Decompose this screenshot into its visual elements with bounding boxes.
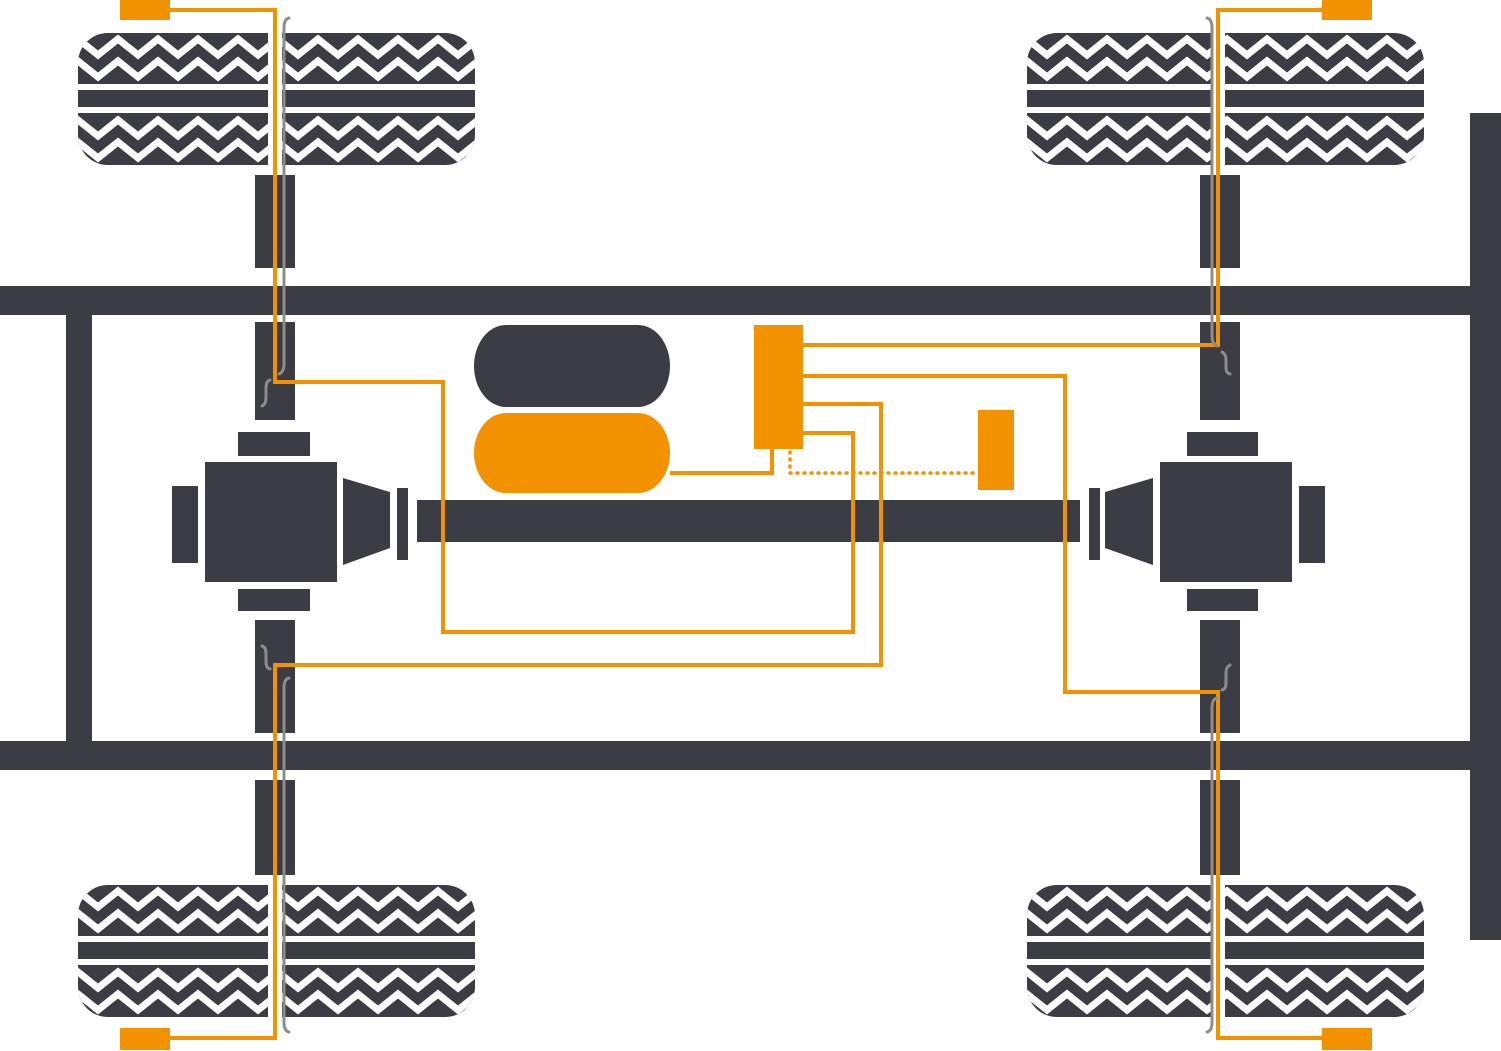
hose-outline-bottom-left-long xyxy=(282,676,291,1034)
differential-left-pinion-cone xyxy=(343,478,390,565)
control-unit xyxy=(754,325,803,449)
differential-right xyxy=(1089,432,1325,611)
hose-outlines xyxy=(260,16,1232,1034)
driveshaft xyxy=(417,500,1080,542)
differential-right-housing xyxy=(1160,462,1292,582)
frame-end-bar-right xyxy=(1470,113,1501,940)
air-line-bottom-left-wheel xyxy=(170,402,883,1040)
frame-rail-top xyxy=(0,286,1470,315)
hose-outline-top-right-short xyxy=(1220,350,1232,376)
frame-crossmember-left xyxy=(66,314,92,742)
hose-outline-top-left-long xyxy=(277,16,291,376)
hose-outline-top-right-long xyxy=(1205,16,1219,348)
differential-right-bottom-plate xyxy=(1187,589,1258,611)
hose-outline-bottom-left-short xyxy=(260,644,272,671)
frame-rail-bottom xyxy=(0,741,1470,770)
differential-left-flange xyxy=(397,488,408,560)
differential-right-flange xyxy=(1089,488,1100,560)
air-line-bottom-right-wheel xyxy=(803,374,1322,1040)
differential-right-pinion-cone xyxy=(1105,478,1153,565)
wheel-valve-bottom-left xyxy=(120,1028,170,1050)
hose-outline-top-left-short xyxy=(260,378,272,408)
differential-left-side-plate xyxy=(172,486,198,563)
air-line-top-left-wheel xyxy=(170,8,855,634)
chassis-frame xyxy=(0,113,1501,940)
air-tank-reserve xyxy=(474,325,670,407)
wheel-valve-bottom-right xyxy=(1322,1028,1372,1050)
air-lines xyxy=(170,8,1322,1040)
differential-right-top-plate xyxy=(1187,432,1258,456)
differential-left-housing xyxy=(205,462,337,582)
differential-right-side-plate xyxy=(1299,486,1325,563)
wheel-valve-top-right xyxy=(1322,0,1372,20)
wheel-valves xyxy=(120,0,1372,1050)
air-line-tank-to-control-unit xyxy=(670,449,774,475)
pressure-sensor xyxy=(978,410,1014,490)
hose-outline-bottom-right-long xyxy=(1205,696,1219,1034)
tire-top-right xyxy=(1007,33,1447,165)
air-line-top-right-wheel xyxy=(803,8,1322,347)
air-tank-supply xyxy=(474,413,670,493)
wheel-valve-top-left xyxy=(120,0,170,20)
tire-bottom-right xyxy=(1007,885,1447,1017)
differential-left-top-plate xyxy=(238,432,310,456)
differential-left xyxy=(172,432,408,611)
signal-line-control-unit-to-sensor xyxy=(788,450,977,475)
differential-left-bottom-plate xyxy=(238,589,310,611)
hose-outline-bottom-right-short xyxy=(1220,663,1232,692)
